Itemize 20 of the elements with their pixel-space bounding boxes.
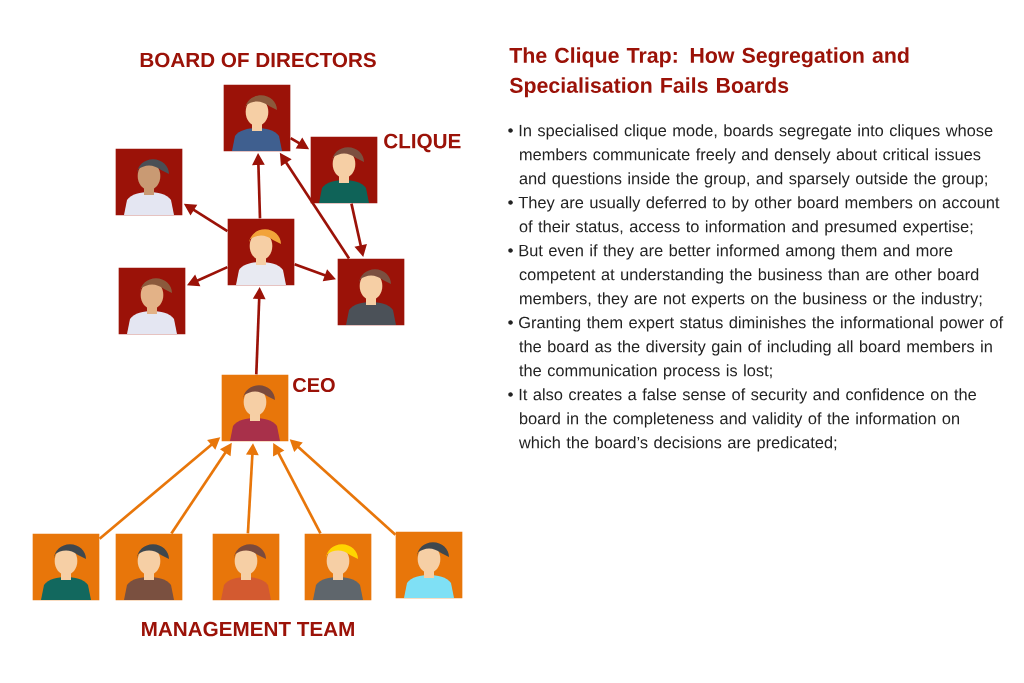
bullet-item: In specialised clique mode, boards segregate into cliques whose members communicate freely and densely about critical issues and questions inside the group, and sparsely outside the group; [508, 124, 993, 188]
bullet-item: Granting them expert status diminishes the informational power of the board as the diversity gain of including all board members in the communication process is lost; [508, 316, 1004, 380]
group-heading: MANAGEMENT TEAM [142, 621, 354, 637]
person-picture [223, 84, 291, 152]
bullet-item: But even if they are better informed among them and more competent at understanding the business than are other board members, they are not experts on the business or the industry; [508, 244, 982, 308]
person-picture [310, 136, 378, 204]
bullet-item: They are usually deferred to by other board members on account of their status, access to information and presumed expertise; [508, 196, 1000, 236]
title: The Clique Trap: How Segregation and Specialisation Fails Boards [509, 47, 909, 98]
person-picture [118, 267, 186, 335]
person-picture [304, 533, 372, 601]
person-picture [115, 148, 183, 216]
person-picture [212, 533, 280, 601]
person-picture [221, 374, 289, 442]
person-picture [337, 258, 405, 326]
bullet-item: It also creates a false sense of security and confidence on the board in the completeness and validity of the information on which the board’s decisions are predicated; [508, 388, 976, 452]
person-picture [115, 533, 183, 601]
node-caption: CEO [293, 377, 335, 393]
person-picture [395, 531, 463, 599]
person-picture [32, 533, 100, 601]
person-picture [227, 218, 295, 286]
